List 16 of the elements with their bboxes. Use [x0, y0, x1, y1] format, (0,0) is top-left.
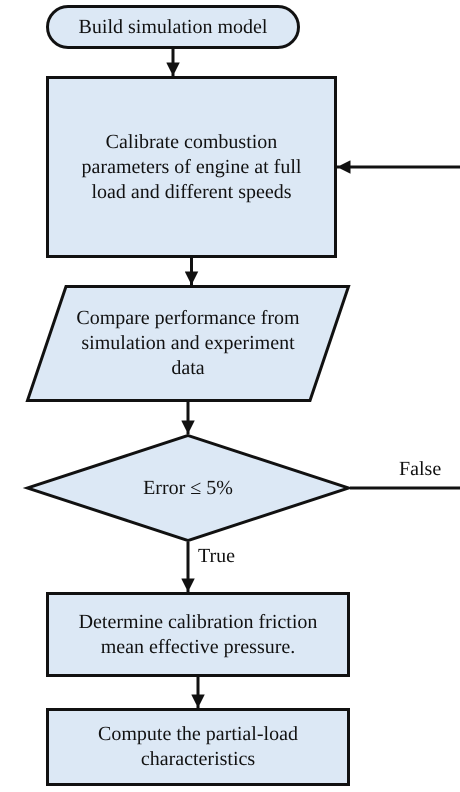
node-text: Determine calibration friction mean effective pressure. — [78, 610, 318, 660]
process-box — [46, 76, 337, 258]
arrow — [337, 160, 460, 174]
process-box — [46, 592, 350, 677]
arrow — [191, 677, 205, 708]
node-text: Compute the partial-load characteristics — [97, 722, 299, 772]
node-text: Build simulation model — [78, 14, 268, 40]
arrow — [184, 258, 198, 285]
node-text: Calibrate combustion parameters of engine at full load and different speeds — [80, 130, 302, 204]
terminal-box — [46, 5, 300, 49]
node-text: Error ≤ 5% — [143, 476, 233, 500]
arrow — [181, 402, 195, 434]
node-text: Compare performance from simulation and experiment data — [75, 306, 301, 381]
arrow — [166, 49, 180, 76]
process-box — [46, 708, 350, 786]
arrow — [181, 542, 195, 592]
